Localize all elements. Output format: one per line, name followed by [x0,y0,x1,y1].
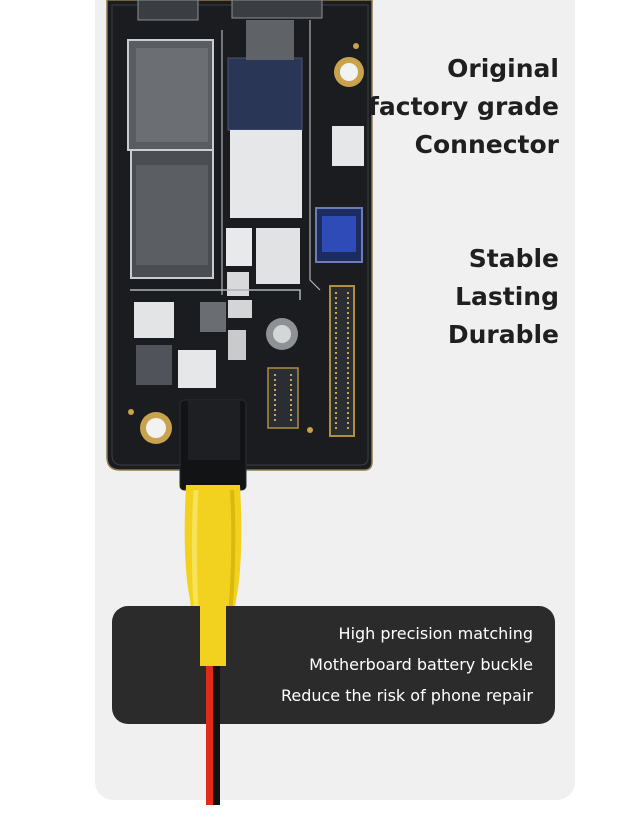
feature-line-1: High precision matching [338,624,533,643]
headline-2-line-2: Lasting [455,282,559,311]
standoff-screw [266,318,298,350]
feature-line-3: Reduce the risk of phone repair [280,686,533,705]
screw-hole-top [334,57,364,87]
headline-1-line-2: factory grade [368,92,559,121]
headline-2-line-1: Stable [468,244,559,273]
headline-2-line-3: Durable [447,320,559,349]
headline-durability: Stable Lasting Durable [448,240,559,354]
headline-1-line-3: Connector [414,130,559,159]
feature-panel: High precision matching Motherboard batt… [112,606,555,724]
screw-hole-bottom [140,412,172,444]
headline-connector: Original factory grade Connector [368,50,559,164]
battery-connector [179,399,247,491]
circuit-board [106,0,373,471]
headline-1-line-1: Original [447,54,559,83]
feature-line-2: Motherboard battery buckle [309,655,533,674]
